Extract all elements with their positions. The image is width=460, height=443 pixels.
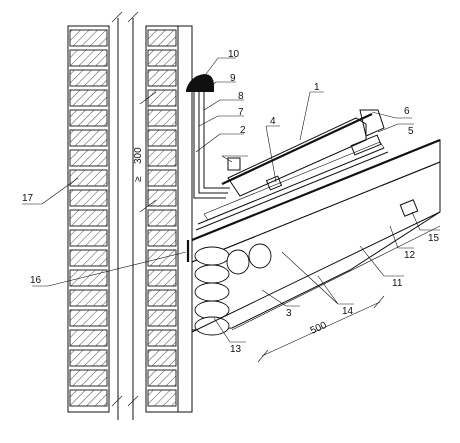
insulation-roll [194, 246, 230, 266]
callout-7: 7 [238, 107, 244, 118]
brick [147, 209, 177, 227]
callout-13: 13 [230, 344, 242, 355]
callout-15: 15 [428, 233, 440, 244]
ridge-block-5 [350, 134, 382, 156]
insulation-block [191, 161, 441, 331]
callout-8: 8 [238, 91, 244, 102]
brick [147, 89, 177, 107]
callout-6: 6 [404, 106, 410, 117]
brick [69, 69, 108, 87]
brick [69, 209, 108, 227]
brick [147, 289, 177, 307]
ridge-block-6 [359, 109, 385, 137]
dimension-slope-value: 500 [309, 320, 329, 337]
brick [69, 109, 108, 127]
brick [69, 29, 108, 47]
brick [69, 89, 108, 107]
callout-3: 3 [286, 308, 292, 319]
sealant-cap [186, 74, 214, 92]
brick [69, 269, 108, 287]
brick [147, 169, 177, 187]
insulation-roll [194, 316, 230, 336]
rolled-insulation [194, 243, 272, 336]
brick [147, 49, 177, 67]
dimension-upstand-value: 300 [133, 147, 144, 164]
insulation-roll [194, 282, 230, 302]
brick [69, 129, 108, 147]
timber-block-4 [265, 175, 283, 191]
brick [147, 369, 177, 387]
leader-lines [22, 57, 440, 343]
flue-cavity [111, 11, 139, 420]
brick [69, 309, 108, 327]
brick [147, 349, 177, 367]
brick [69, 169, 108, 187]
callout-16: 16 [30, 275, 42, 286]
callout-4: 4 [270, 116, 276, 127]
insulation-roll [226, 249, 250, 275]
callout-10: 10 [228, 49, 240, 60]
callout-labels: 10 9 8 7 2 4 1 6 5 15 12 11 14 3 13 16 1… [22, 49, 440, 355]
slab-line-12 [231, 225, 441, 331]
brick [69, 289, 108, 307]
brick [147, 69, 177, 87]
callout-2: 2 [240, 125, 246, 136]
insulation-roll [248, 243, 272, 269]
brick [147, 189, 177, 207]
brick [147, 109, 177, 127]
brick [147, 29, 177, 47]
callout-17: 17 [22, 193, 34, 204]
callout-9: 9 [230, 73, 236, 84]
callout-14: 14 [342, 306, 354, 317]
brick [147, 269, 177, 287]
dimension-upstand: 300 ≥ [133, 91, 157, 213]
callout-12: 12 [404, 250, 416, 261]
brick [147, 329, 177, 347]
brick [69, 229, 108, 247]
brick [147, 389, 177, 407]
dimension-upstand-qualifier: ≥ [133, 176, 144, 182]
slab-line-11 [191, 211, 441, 333]
brick [147, 149, 177, 167]
brick [147, 309, 177, 327]
callout-5: 5 [408, 126, 414, 137]
brick [69, 369, 108, 387]
brick [147, 129, 177, 147]
brick [69, 249, 108, 267]
brick [69, 329, 108, 347]
right-brick-column [145, 25, 179, 413]
callout-1: 1 [314, 82, 320, 93]
top-screed-wedge [227, 117, 367, 197]
brick [69, 389, 108, 407]
brick [69, 349, 108, 367]
left-brick-column [67, 25, 110, 413]
membrane-layers [195, 141, 389, 231]
brick [69, 189, 108, 207]
brick [147, 229, 177, 247]
callout-11: 11 [392, 278, 403, 289]
brick [69, 149, 108, 167]
insulation-roll [194, 264, 230, 284]
brick [69, 49, 108, 67]
timber-block-15 [399, 199, 419, 217]
timber-block-2 [227, 157, 241, 171]
